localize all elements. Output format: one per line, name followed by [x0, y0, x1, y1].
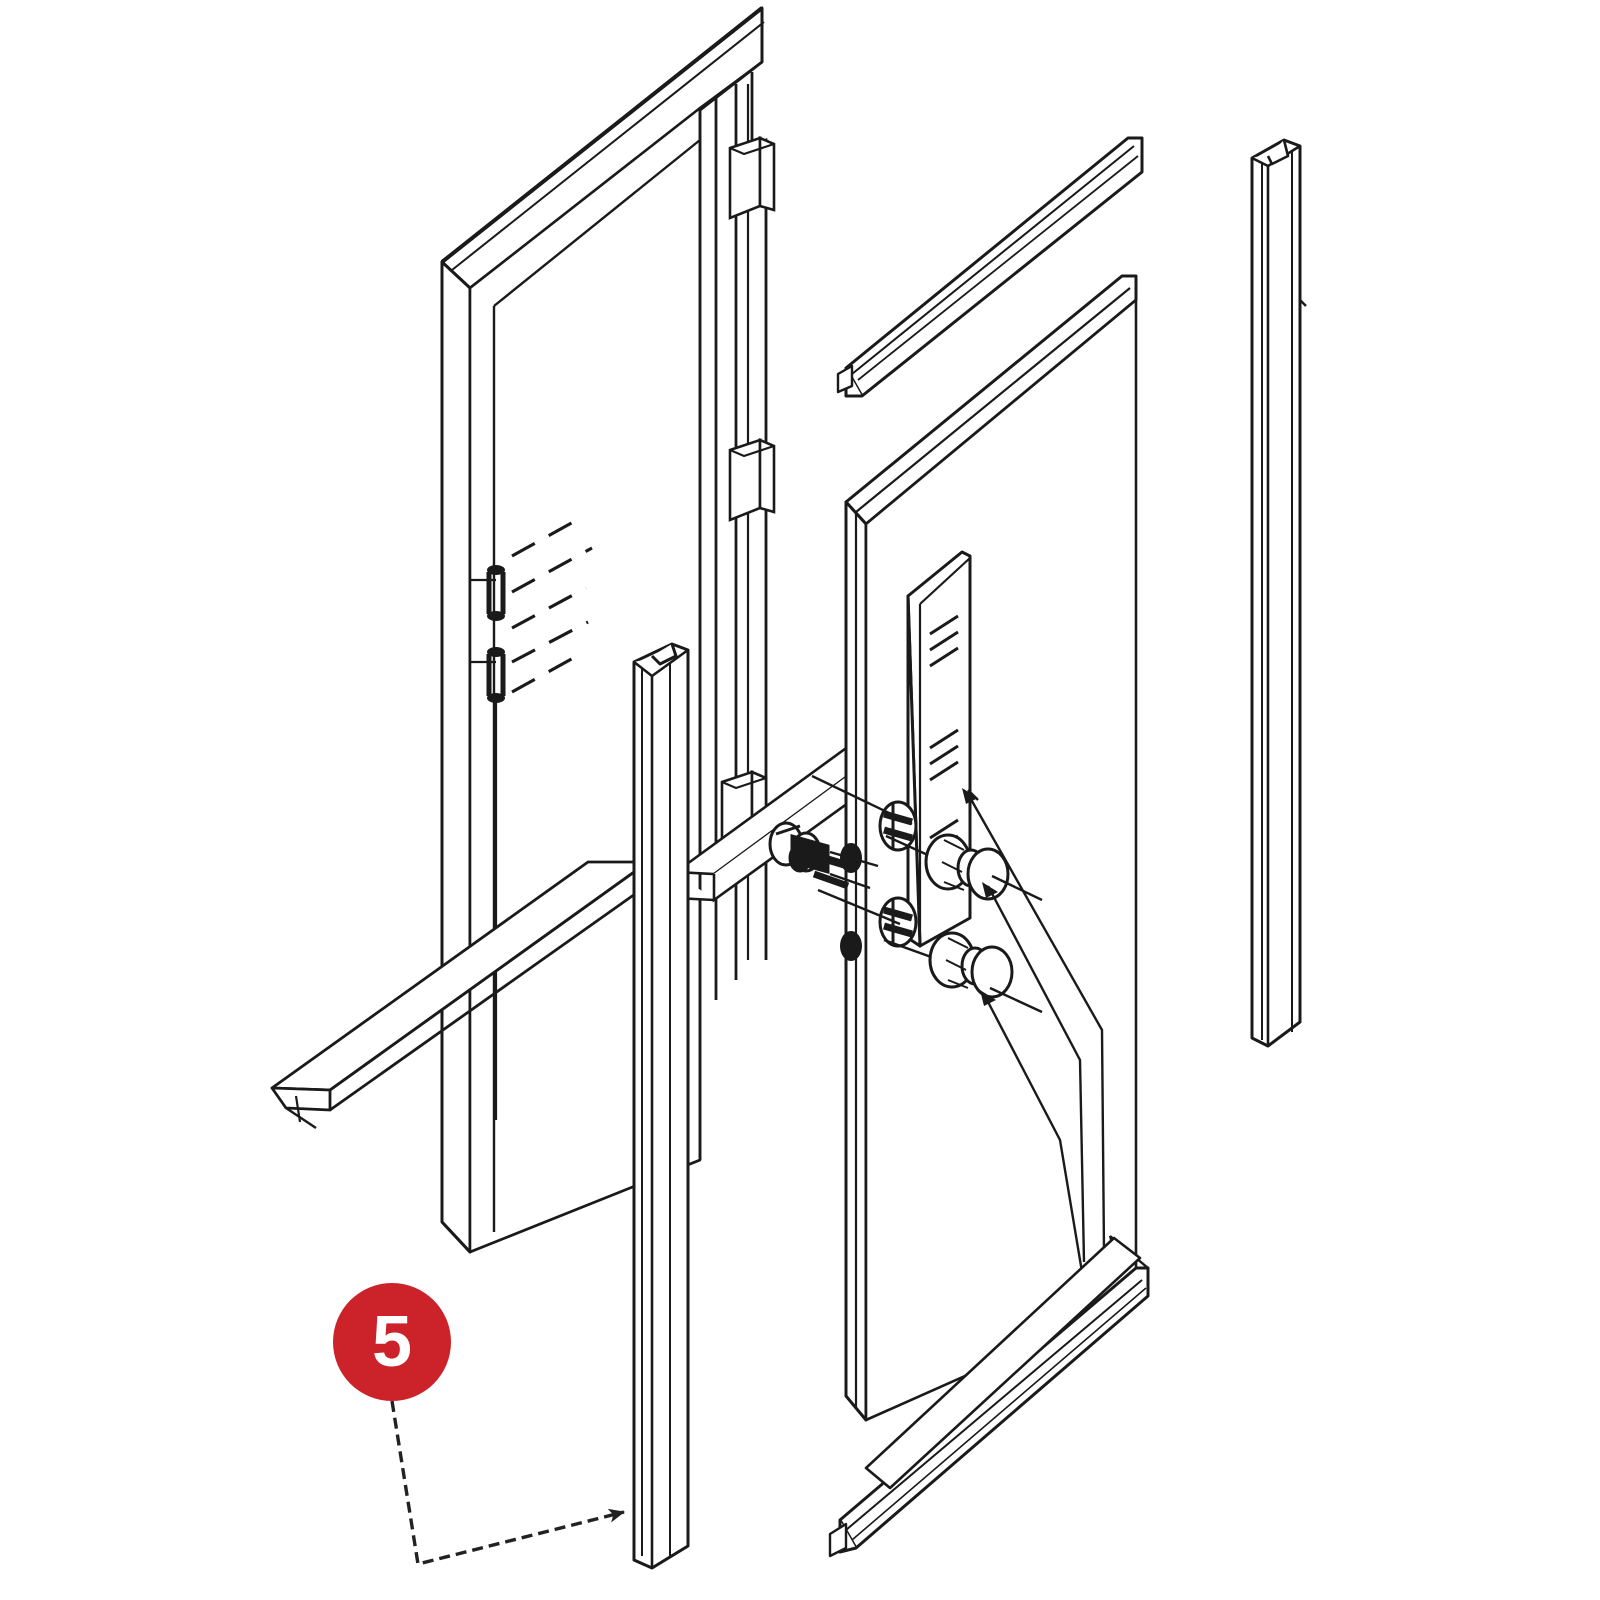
hinge-knuckle-middle: [728, 438, 776, 522]
lock-cylinder: [768, 821, 858, 890]
bottom-rail-channel: [828, 1235, 1150, 1558]
right-panel-edge-lines: [854, 287, 1131, 1408]
sill-rail-left: [270, 860, 654, 1129]
screw-axis-lines: [811, 774, 935, 960]
assembly-leader-lines: [966, 789, 1106, 1273]
callout-5-leader: [390, 1400, 625, 1567]
hinge-knuckle-upper: [728, 136, 776, 220]
screw-upper: [880, 802, 916, 850]
screw-hole-upper: [840, 843, 862, 873]
callout-badge-5[interactable]: 5: [333, 1283, 451, 1401]
bottom-rail-upper-flange: [864, 1236, 1142, 1490]
vertical-trim-astragal: [632, 642, 690, 1570]
right-side-u-channel: [1250, 138, 1307, 1048]
leader-arrow-dots: [962, 788, 998, 1006]
clip-hatch-lines: [511, 514, 593, 694]
screw-hole-lower: [840, 931, 862, 961]
top-rail-channel: [836, 136, 1144, 398]
clip-stem-lines: [470, 568, 498, 1120]
